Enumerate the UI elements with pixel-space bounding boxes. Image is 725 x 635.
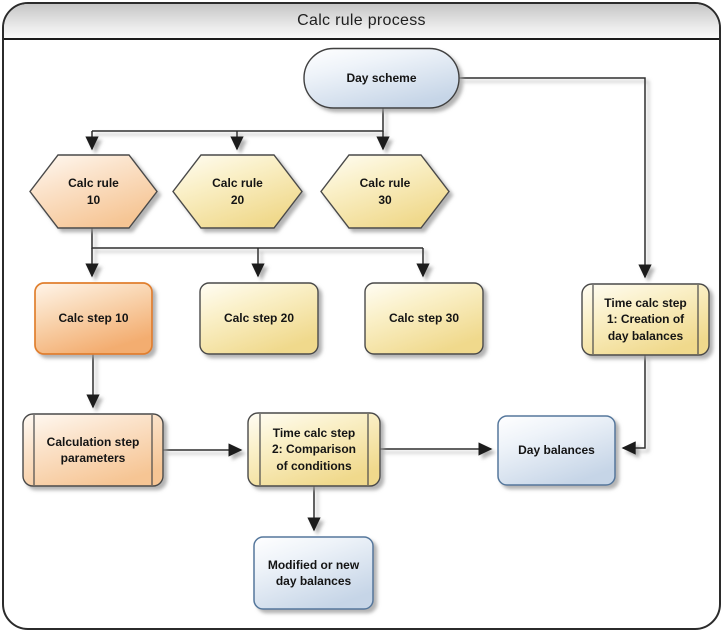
node-modified-balances: Modified or new day balances xyxy=(254,537,373,609)
calc-rule-10-label: Calc rule 10 xyxy=(68,176,119,207)
day-scheme-label: Day scheme xyxy=(346,70,417,85)
time-calc-step-2-label: Time calc step 2: Comparison of conditio… xyxy=(271,426,356,473)
calc-rule-30-label: Calc rule 30 xyxy=(359,176,411,207)
diagram-title-bar: Calc rule process xyxy=(4,4,719,40)
node-time-calc-step-2: Time calc step 2: Comparison of conditio… xyxy=(260,413,368,486)
node-calc-step-20: Calc step 20 xyxy=(200,283,318,354)
calc-rule-20-label: Calc rule 20 xyxy=(212,176,263,207)
node-calc-step-10: Calc step 10 xyxy=(35,283,152,354)
node-calc-rule-10: Calc rule 10 xyxy=(30,155,157,228)
node-calc-rule-30: Calc rule 30 xyxy=(321,155,449,228)
modified-balances-label: Modified or new day balances xyxy=(267,557,360,588)
day-balances-label: Day balances xyxy=(518,443,595,458)
node-calc-step-30: Calc step 30 xyxy=(365,283,483,354)
node-time-calc-step-1: Time calc step 1: Creation of day balanc… xyxy=(593,284,698,355)
calc-step-30-label: Calc step 30 xyxy=(388,311,460,326)
node-day-scheme: Day scheme xyxy=(304,48,459,108)
node-day-balances: Day balances xyxy=(498,416,615,485)
diagram-title: Calc rule process xyxy=(297,12,426,29)
node-calc-step-params: Calculation step parameters xyxy=(34,414,152,486)
node-calc-rule-20: Calc rule 20 xyxy=(173,155,302,228)
time-calc-step-1-label: Time calc step 1: Creation of day balanc… xyxy=(604,296,687,343)
calc-step-10-label: Calc step 10 xyxy=(58,311,129,326)
calc-step-params-label: Calculation step parameters xyxy=(46,434,140,465)
calc-step-20-label: Calc step 20 xyxy=(223,311,295,326)
